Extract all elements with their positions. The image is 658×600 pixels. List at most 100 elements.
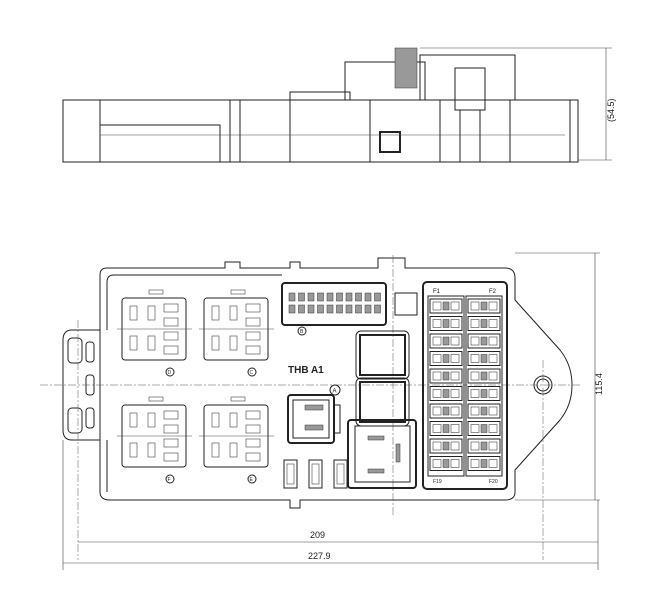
terminal	[147, 335, 156, 351]
terminal	[245, 410, 261, 420]
pin	[326, 292, 334, 302]
terminal	[147, 305, 156, 321]
terminal	[163, 452, 179, 462]
pin	[317, 304, 324, 314]
fuse-slot	[467, 403, 501, 419]
fuse-slot	[467, 438, 501, 454]
fuse-slot	[429, 386, 463, 401]
relay-position-label: E	[250, 477, 254, 483]
pin	[345, 304, 353, 314]
terminal	[163, 317, 179, 327]
mini-fuse	[333, 459, 348, 489]
pin	[364, 304, 372, 314]
pin	[336, 292, 343, 302]
fuse-slot	[429, 368, 463, 384]
terminal	[211, 442, 220, 458]
fuse-slot	[429, 438, 463, 454]
terminal	[245, 452, 261, 462]
label-connector-b: B	[300, 329, 304, 335]
dimension-height-top: 115.4	[594, 373, 604, 395]
fuse-slot	[467, 456, 501, 471]
relay-socket-c: C	[199, 289, 274, 377]
fuse-label-f20: F20	[489, 479, 498, 485]
pin	[326, 304, 334, 314]
pin	[298, 304, 305, 314]
fuse-slot	[467, 351, 501, 366]
pin	[364, 292, 372, 302]
terminal	[229, 305, 238, 321]
top-view: D C F E B THB A1 A F1 F2	[40, 252, 604, 570]
relay-position-label: C	[250, 370, 254, 376]
terminal	[229, 442, 238, 458]
pin	[355, 304, 362, 314]
pin	[288, 292, 296, 302]
fuse-label-f19: F19	[433, 479, 442, 485]
pin	[307, 304, 315, 314]
terminal	[229, 412, 238, 428]
fuse-slot	[467, 421, 501, 436]
terminal	[129, 335, 138, 351]
pin	[374, 292, 381, 302]
terminal	[245, 303, 261, 313]
fuse-slot	[467, 333, 501, 349]
latch	[148, 289, 164, 295]
fuse-slot	[467, 298, 501, 314]
latch	[230, 396, 246, 402]
fuse-slot	[429, 316, 463, 331]
pin	[345, 292, 353, 302]
pin	[355, 292, 362, 302]
fuse-slot	[429, 456, 463, 471]
fuse-slot	[429, 351, 463, 366]
fuse-label-f1: F1	[433, 289, 441, 295]
terminal	[211, 412, 220, 428]
dimension-height-side: (54.5)	[606, 98, 616, 122]
terminal	[129, 412, 138, 428]
terminal	[163, 331, 179, 341]
side-view: (54.5)	[62, 47, 616, 163]
terminal	[147, 442, 156, 458]
label-thb-a1: THB A1	[288, 365, 324, 376]
terminal	[245, 345, 261, 355]
pin	[336, 304, 343, 314]
fuse-slot	[429, 421, 463, 436]
terminal	[245, 424, 261, 434]
fuse-slot	[467, 316, 501, 331]
fuse-slot	[429, 403, 463, 419]
label-connector-a: A	[333, 389, 337, 395]
terminal	[245, 331, 261, 341]
mini-fuse	[283, 459, 298, 489]
dimension-width-inner: 209	[310, 530, 325, 540]
pin	[374, 304, 381, 314]
fuse-slot	[429, 333, 463, 349]
pin	[298, 292, 305, 302]
terminal	[163, 345, 179, 355]
pin	[307, 292, 315, 302]
relay-position-label: F	[168, 477, 171, 483]
dimension-width-overall: 227.9	[308, 551, 331, 561]
terminal	[163, 424, 179, 434]
terminal	[245, 438, 261, 448]
mini-fuse	[308, 459, 323, 489]
terminal	[245, 317, 261, 327]
terminal	[211, 305, 220, 321]
pin	[317, 292, 324, 302]
relay-socket-e: E	[199, 396, 274, 484]
fuse-slot	[429, 298, 463, 314]
relay-socket-d: D	[117, 289, 192, 377]
latch	[230, 289, 246, 295]
terminal	[163, 410, 179, 420]
fuse-label-f2: F2	[489, 289, 497, 295]
fuse-slot	[467, 386, 501, 401]
terminal	[147, 412, 156, 428]
relay-position-label: D	[168, 370, 172, 376]
latch	[148, 396, 164, 402]
terminal	[129, 442, 138, 458]
relay-socket-f: F	[117, 396, 192, 484]
terminal	[229, 335, 238, 351]
fuse-slot	[467, 368, 501, 384]
terminal	[163, 303, 179, 313]
terminal	[211, 335, 220, 351]
terminal	[129, 305, 138, 321]
